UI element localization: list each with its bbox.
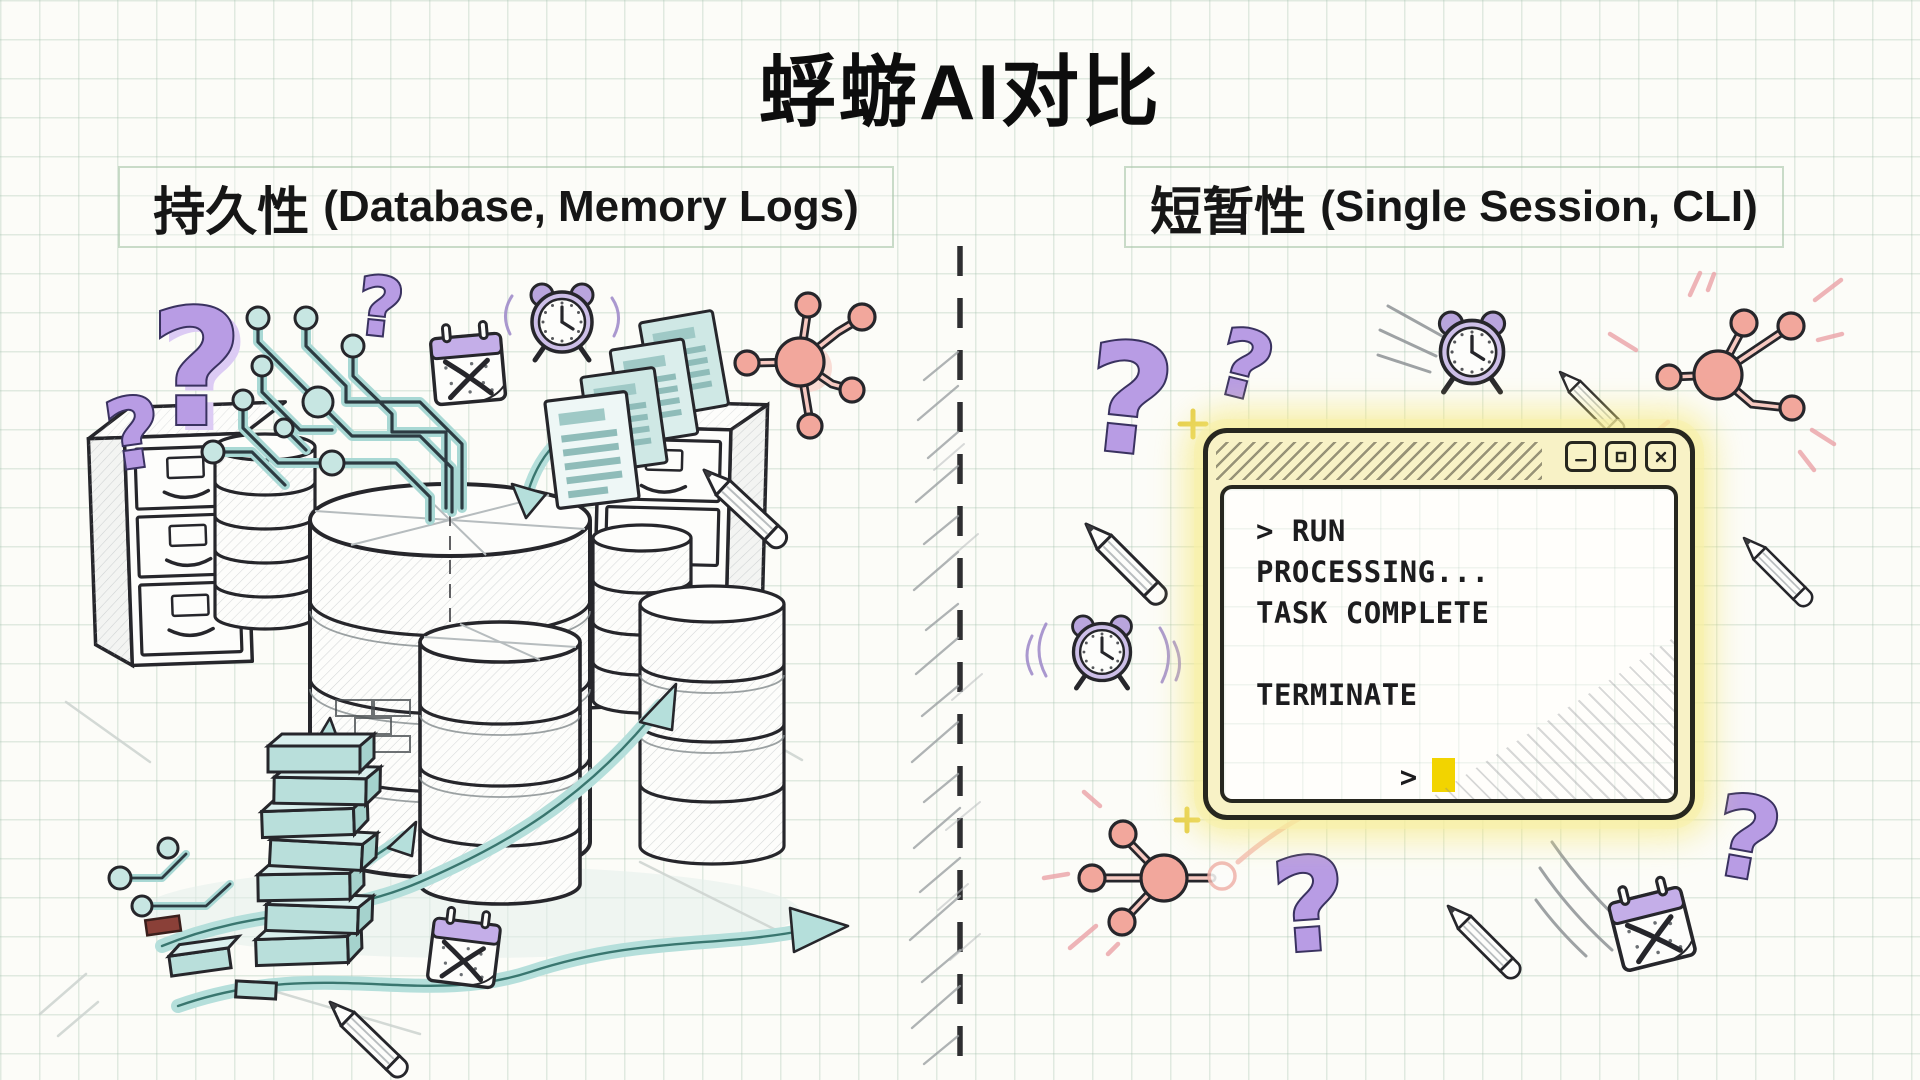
terminal-line: [1256, 634, 1674, 675]
database-stack-rightmid-icon: [638, 584, 786, 866]
terminal-window: > RUN PROCESSING... TASK COMPLETE TERMIN…: [1203, 428, 1695, 820]
terminal-body: > RUN PROCESSING... TASK COMPLETE TERMIN…: [1220, 485, 1678, 803]
terminal-line: TASK COMPLETE: [1256, 596, 1490, 630]
divider-hatching: [908, 350, 962, 1066]
alarm-clock-icon: [1073, 616, 1132, 688]
question-mark-icon: ?: [1206, 307, 1284, 424]
pencil-icon: [1440, 898, 1526, 984]
close-button: [1645, 441, 1676, 472]
circuit-trace-icon: [200, 305, 467, 525]
pencil-icon: [321, 993, 413, 1080]
maximize-button: [1605, 441, 1636, 472]
brick-stack-icon: [143, 730, 385, 1001]
titlebar-hatching: [1216, 442, 1542, 480]
network-node-icon: [733, 291, 877, 440]
terminal-prompt-row: >: [1256, 716, 1674, 799]
ephemeral-illustration: ? ? ? ?: [1025, 270, 1845, 985]
terminal-line: > RUN: [1256, 514, 1346, 548]
network-node-fading-icon: [1041, 789, 1303, 957]
circuit-trace-bottom-icon: [107, 836, 234, 918]
calendar-icon: [1605, 873, 1696, 971]
minimize-button: [1565, 441, 1596, 472]
persistence-illustration: ? ? ? ?: [38, 257, 877, 1080]
document-stack-icon: [543, 309, 730, 510]
sparkle-icon: [1173, 408, 1209, 834]
pencil-icon: [1736, 530, 1817, 611]
file-cabinet-left-icon: [86, 400, 288, 669]
alarm-clock-icon: [1439, 312, 1504, 392]
right-heading-en: (Single Session, CLI): [1320, 182, 1758, 231]
terminal-line: TERMINATE: [1256, 678, 1418, 712]
question-mark-icon: ?: [1077, 310, 1182, 492]
alarm-clock-icon: [531, 284, 593, 360]
divider-hatching-light: [933, 443, 983, 961]
terminal-prompt: >: [1399, 760, 1418, 794]
left-panel-heading: 持久性 (Database, Memory Logs): [118, 166, 894, 248]
question-mark-icon: ?: [352, 259, 408, 356]
question-mark-icon: ?: [150, 275, 243, 462]
motion-lines: [1376, 304, 1444, 374]
page-title: 蜉蝣AI对比: [758, 48, 1161, 136]
red-brick: [143, 914, 183, 937]
calendar-icon: [429, 320, 506, 405]
question-mark-icon: ?: [1703, 770, 1790, 909]
right-heading-zh: 短暂性: [1150, 183, 1307, 242]
question-mark-shadow: ?: [158, 281, 251, 468]
right-panel-heading: 短暂性 (Single Session, CLI): [1124, 166, 1784, 248]
left-heading-zh: 持久性: [153, 183, 310, 242]
terminal-titlebar: [1208, 433, 1690, 485]
window-controls: [1563, 441, 1678, 472]
clock-ring-lines: [504, 294, 620, 338]
pencil-icon: [1077, 515, 1172, 610]
terminal-line: PROCESSING...: [1256, 555, 1490, 589]
terminal-cursor: [1431, 758, 1455, 792]
database-stack-front-icon: [418, 620, 582, 906]
question-mark-icon: ?: [1267, 830, 1351, 984]
center-divider: [908, 246, 983, 1075]
clock-ring-lines: [1025, 622, 1181, 684]
network-node-icon: [1607, 270, 1845, 473]
left-heading-en: (Database, Memory Logs): [323, 182, 859, 231]
